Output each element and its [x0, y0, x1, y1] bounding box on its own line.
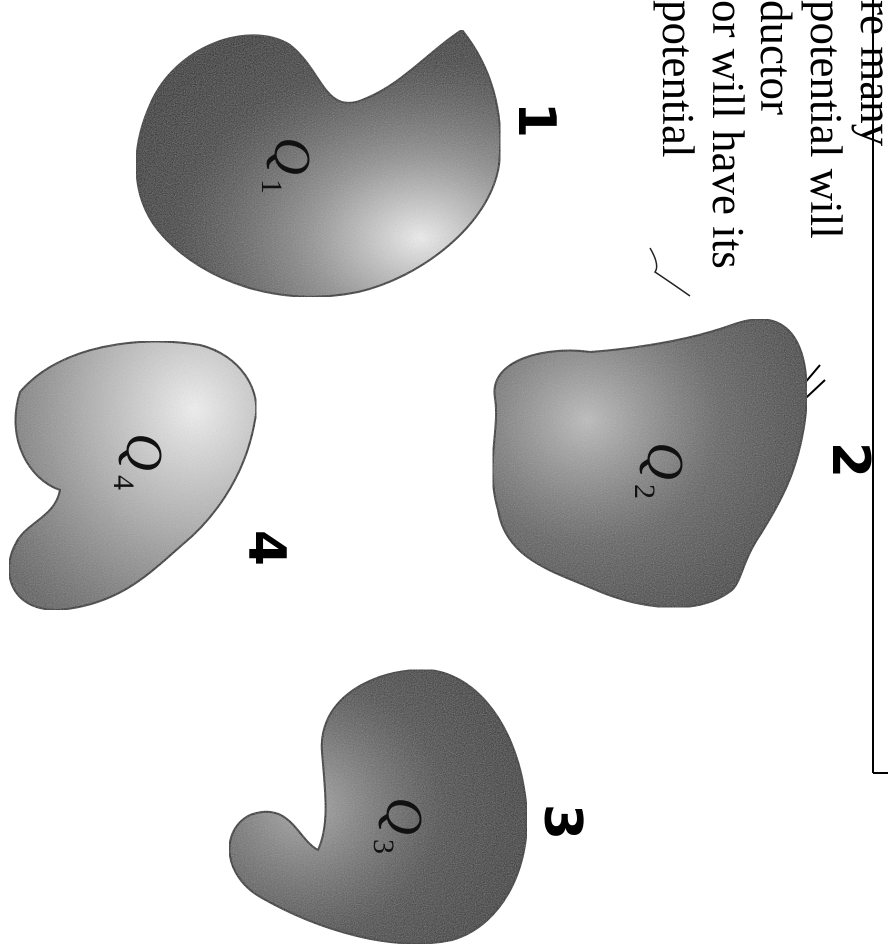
- callout-line-4: or will have its: [703, 0, 753, 269]
- conductor-3-charge-letter: Q: [375, 797, 432, 835]
- conductor-1-charge-letter: Q: [263, 137, 320, 175]
- callout-text-group: re many potential will ductor or will ha…: [653, 0, 888, 269]
- conductor-2: Q 2 2: [493, 319, 880, 607]
- callout-line-5: potential: [653, 0, 703, 157]
- callout-line-2: potential will: [801, 0, 851, 239]
- conductor-2-charge-subscript: 2: [628, 484, 661, 499]
- callout-line-3: ductor: [751, 0, 801, 115]
- conductor-3-charge-subscript: 3: [367, 839, 400, 854]
- conductor-4-charge-subscript: 4: [107, 475, 140, 490]
- conductor-2-number: 2: [820, 442, 880, 478]
- check-mark: [650, 248, 690, 296]
- conductor-4-number: 4: [236, 530, 296, 566]
- callout-line-1: re many: [851, 0, 888, 147]
- conductor-3: Q 3 3: [229, 670, 592, 944]
- conductor-4-charge-letter: Q: [115, 433, 172, 471]
- conductor-2-charge-letter: Q: [636, 442, 693, 480]
- conductor-1-number: 1: [506, 102, 566, 138]
- conductor-3-number: 3: [532, 804, 592, 840]
- conductor-4: Q 4 4: [9, 341, 296, 610]
- conductor-1-charge-subscript: 1: [255, 179, 288, 194]
- conductor-1: Q 1 1: [136, 30, 566, 297]
